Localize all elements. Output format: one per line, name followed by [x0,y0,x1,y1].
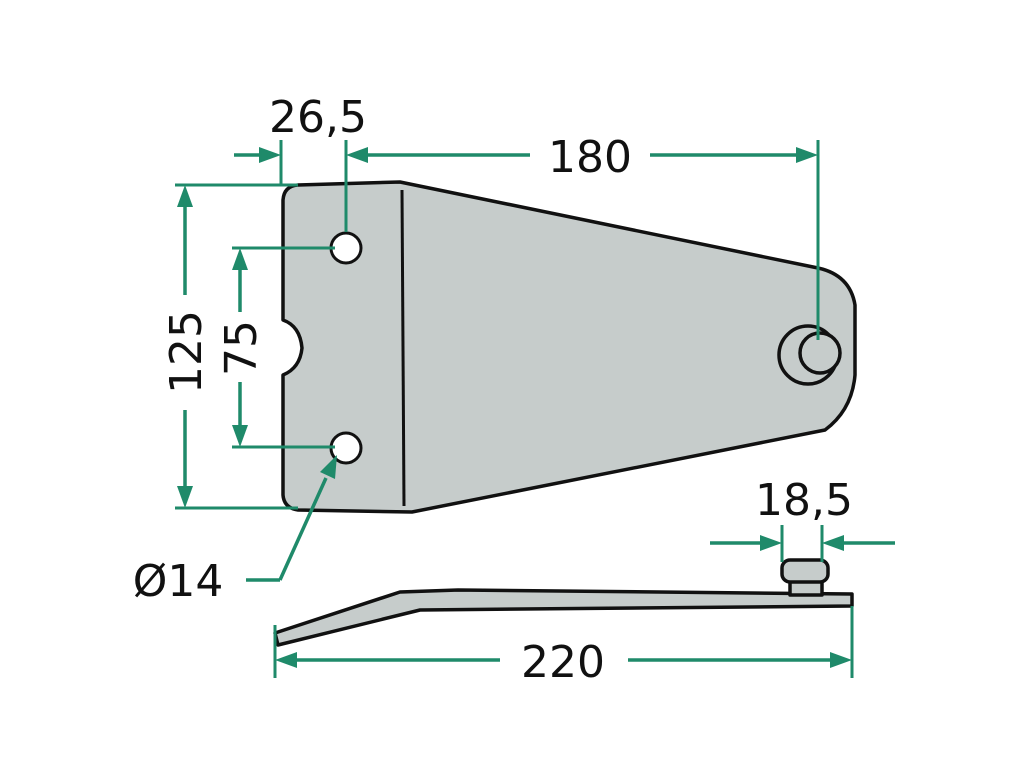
dimension-overall-length: 220 [275,637,852,688]
dimension-label-26-5: 26,5 [269,92,367,143]
dimension-overall-height: 125 [161,185,212,508]
dimension-label-125: 125 [161,310,212,394]
dimension-hole-spacing: 75 [216,248,267,447]
plate-top-view [281,180,857,514]
dimension-label-75: 75 [216,320,267,376]
blade-side-outline [273,588,854,647]
dimension-label-diameter-14: Ø14 [133,556,224,607]
dimension-label-18-5: 18,5 [755,475,853,526]
extension-lines [175,140,854,678]
dimension-pin-diameter: 18,5 [710,475,895,551]
mounting-hole-top [329,231,363,265]
pin-cap [780,558,830,584]
dimension-hole-to-pin: 180 [346,132,818,183]
dimension-label-180: 180 [548,132,632,183]
dimension-hole-diameter: Ø14 [133,455,337,607]
pin-head [798,331,842,375]
plate-side-view [273,558,854,647]
plate-outline [281,180,857,514]
dimension-label-220: 220 [521,637,605,688]
bend-line [400,189,406,507]
dimension-hole-offset: 26,5 [234,92,367,163]
